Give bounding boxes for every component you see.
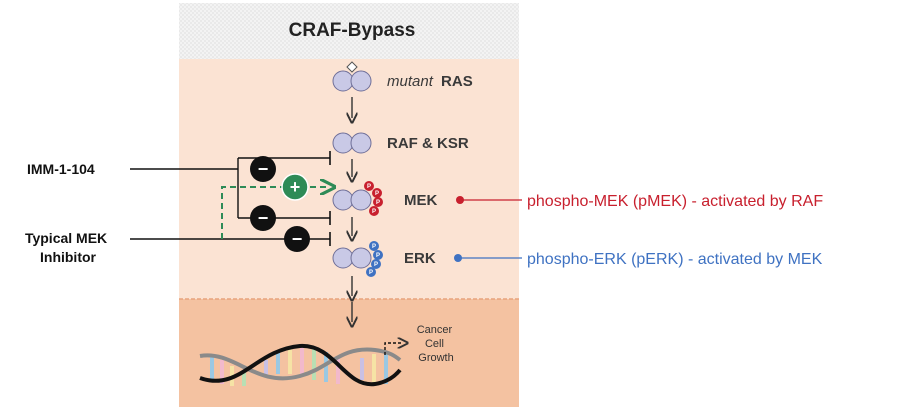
mek-phospho-label: P [372, 209, 376, 215]
ras-label: mutant RAS [387, 73, 473, 90]
header-panel [179, 3, 519, 59]
ras-name: RAS [441, 73, 473, 90]
blue-phosphate-icon: P P P P [366, 241, 383, 277]
erk-phospho-label: P [376, 253, 380, 259]
raf-ksr-label: RAF & KSR [387, 135, 469, 152]
ras-prefix: mutant [387, 73, 434, 90]
typical-mek-inhibitor-line1: Typical MEK [25, 230, 107, 246]
perk-dot [454, 254, 462, 262]
dna-helix-icon [199, 343, 402, 387]
typical-mek-inhibitor-label: Typical MEK Inhibitor [25, 230, 111, 265]
mek-protein [332, 189, 372, 211]
outcome-line3: Growth [418, 352, 453, 364]
ras-protein [332, 61, 372, 92]
erk-phospho-label: P [374, 262, 378, 268]
pmek-dot [456, 196, 464, 204]
mek-phospho-label: P [367, 184, 371, 190]
plus-symbol: + [290, 177, 301, 197]
minus-symbol: − [258, 208, 269, 228]
minus-circle-icon: − [250, 156, 276, 182]
plus-circle-icon: + [281, 173, 309, 201]
red-phosphate-icon: P P P P [364, 181, 383, 216]
minus-symbol: − [292, 229, 303, 249]
mek-phospho-label: P [376, 200, 380, 206]
erk-label: ERK [404, 250, 436, 267]
mek-phospho-label: P [375, 191, 379, 197]
diagram-title: CRAF-Bypass [289, 20, 416, 41]
minus-circle-icon: − [250, 205, 276, 231]
outcome-label: Cancer Cell Growth [417, 324, 456, 364]
erk-phospho-label: P [372, 244, 376, 250]
raf-ksr-protein [332, 132, 372, 154]
minus-symbol: − [258, 159, 269, 179]
transcription-arrow [384, 343, 403, 355]
typical-mek-inhibitor-line2: Inhibitor [40, 249, 97, 265]
erk-protein [332, 247, 372, 269]
mek-label: MEK [404, 192, 438, 209]
perk-annotation: phospho-ERK (pERK) - activated by MEK [527, 251, 823, 268]
imm-1-104-label: IMM-1-104 [27, 161, 95, 177]
outcome-line2: Cell [425, 338, 444, 350]
outcome-line1: Cancer [417, 324, 453, 336]
pmek-annotation: phospho-MEK (pMEK) - activated by RAF [527, 193, 823, 210]
erk-phospho-label: P [369, 270, 373, 276]
minus-circle-icon: − [284, 226, 310, 252]
